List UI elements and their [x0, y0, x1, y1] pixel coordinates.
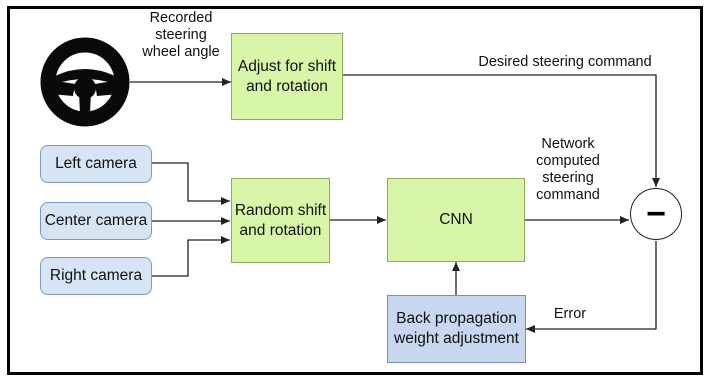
- center-camera-label: Center camera: [44, 212, 148, 229]
- adjust-shift-rotation-box: Adjust for shift and rotation: [231, 33, 343, 120]
- summing-node: −: [630, 188, 682, 240]
- backprop-box: Back propagation weight adjustment: [387, 295, 526, 363]
- backprop-text: Back propagation weight adjustment: [394, 310, 519, 347]
- arrow-left-camera: [152, 162, 230, 205]
- random-shift-rotation-text: Random shift and rotation: [234, 201, 327, 239]
- adjust-shift-rotation-text: Adjust for shift and rotation: [237, 57, 337, 95]
- recorded-angle-label: Recorded steering wheel angle: [142, 10, 220, 60]
- minus-sign: −: [646, 195, 666, 233]
- desired-command-label: Desired steering command: [478, 54, 652, 70]
- arrow-error-to-backprop: [526, 241, 657, 333]
- center-camera-box: Center camera: [40, 202, 152, 240]
- right-camera-label: Right camera: [49, 267, 143, 284]
- error-label: Error: [553, 306, 587, 322]
- cnn-box: CNN: [387, 178, 525, 262]
- random-shift-rotation-box: Random shift and rotation: [231, 178, 330, 263]
- cnn-text: CNN: [439, 211, 473, 228]
- right-camera-box: Right camera: [40, 257, 152, 295]
- arrow-desired-to-minus: [343, 74, 660, 187]
- left-camera-label: Left camera: [55, 155, 137, 172]
- steering-wheel-icon: [40, 37, 130, 127]
- arrow-right-camera: [152, 236, 230, 277]
- diagram-frame: [7, 6, 703, 375]
- left-camera-box: Left camera: [40, 145, 152, 183]
- network-command-label: Network computed steering command: [536, 136, 600, 203]
